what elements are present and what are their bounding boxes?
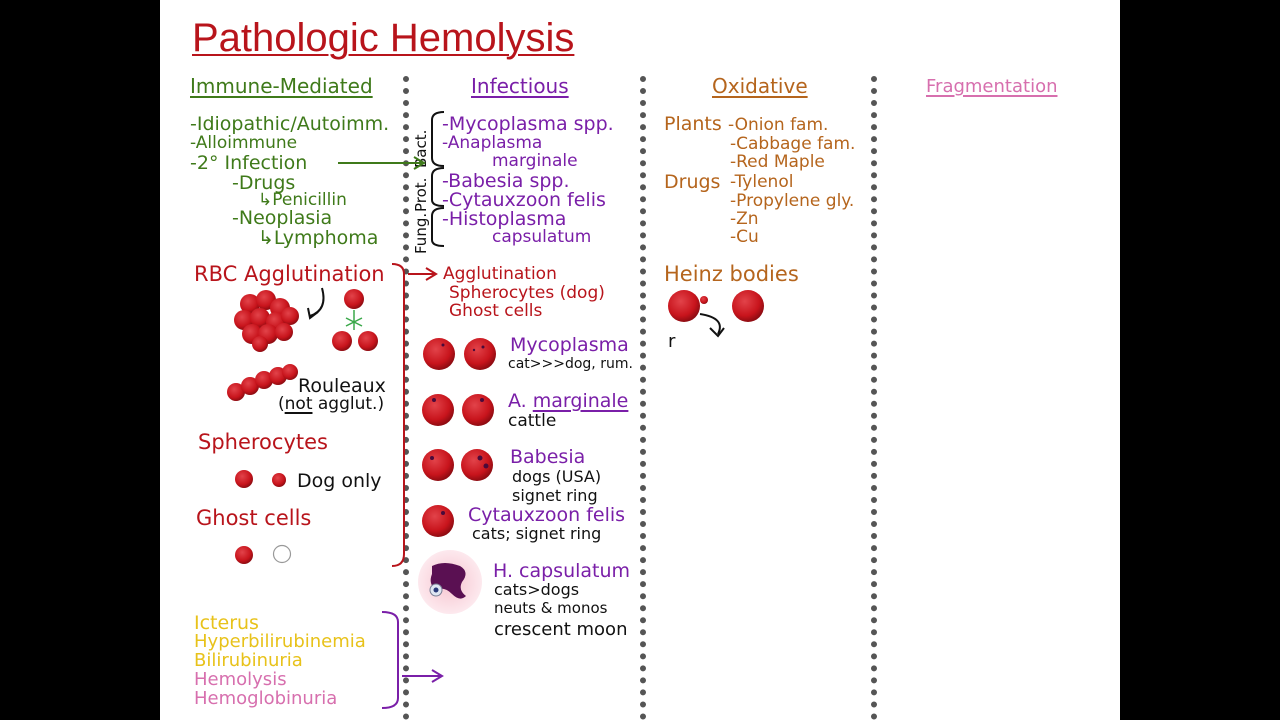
dog-only-label: Dog only bbox=[297, 470, 382, 492]
whiteboard: Pathologic Hemolysis Immune-Mediated Inf… bbox=[160, 0, 1120, 720]
organism-detail: signet ring bbox=[512, 486, 598, 505]
organism-name: H. capsulatum bbox=[493, 560, 631, 582]
bracket-icon bbox=[431, 111, 445, 247]
rbc-icon bbox=[235, 546, 253, 564]
oxidative-drug: -Zn bbox=[730, 209, 759, 229]
organism-name: A. marginale bbox=[508, 390, 629, 412]
not-agglut-label: (not agglut.) bbox=[278, 394, 385, 414]
finding-ghost-cells: Ghost cells bbox=[449, 301, 543, 321]
column-header-infectious: Infectious bbox=[471, 74, 569, 98]
ghost-cell-icon bbox=[272, 544, 292, 564]
organism-name: Cytauxzoon felis bbox=[468, 504, 626, 526]
immune-item: ↳Penicillin bbox=[258, 190, 347, 210]
antibody-icon bbox=[345, 310, 363, 330]
rbc-icon bbox=[332, 289, 378, 351]
immune-item: -Drugs bbox=[232, 172, 296, 194]
infectious-item: -Babesia spp. bbox=[442, 170, 570, 192]
rbc-agglutination-title: RBC Agglutination bbox=[194, 262, 385, 286]
infectious-item: -Cytauxzoon felis bbox=[442, 189, 606, 211]
sign-yellow: Hyperbilirubinemia bbox=[194, 631, 366, 652]
infectious-item: capsulatum bbox=[492, 227, 592, 247]
organism-name: Mycoplasma bbox=[510, 334, 629, 356]
nucleus-icon bbox=[430, 563, 466, 599]
oxidative-plant: -Onion fam. bbox=[728, 115, 829, 135]
immune-item: -Alloimmune bbox=[190, 133, 298, 153]
heinz-bodies-label: Heinz bodies bbox=[664, 262, 799, 286]
column-divider-2 bbox=[640, 76, 646, 720]
bracket-icon bbox=[391, 263, 438, 567]
column-header-immune: Immune-Mediated bbox=[190, 74, 373, 98]
infectious-item: -Anaplasma bbox=[442, 133, 543, 153]
organism-detail: dogs (USA) bbox=[512, 467, 602, 486]
rbc-icon bbox=[227, 364, 298, 401]
oxidative-plant: -Cabbage fam. bbox=[730, 134, 856, 154]
bracket-icon bbox=[381, 611, 444, 709]
parasite-icon bbox=[430, 343, 489, 515]
partial-mark: r bbox=[668, 331, 676, 352]
organism-detail: crescent moon bbox=[494, 619, 628, 640]
sign-yellow: Bilirubinuria bbox=[194, 650, 303, 671]
immune-item: -Idiopathic/Autoimm. bbox=[190, 113, 390, 135]
organism-detail: cattle bbox=[508, 411, 557, 431]
oxidative-plant: -Red Maple bbox=[730, 152, 825, 172]
ghost-cells-title: Ghost cells bbox=[196, 506, 312, 530]
column-divider-3 bbox=[871, 76, 877, 720]
rbc-icon bbox=[668, 290, 764, 322]
oxidative-drug: -Cu bbox=[730, 227, 759, 247]
oxidative-plants-label: Plants bbox=[664, 113, 722, 135]
infectious-item: -Mycoplasma spp. bbox=[442, 113, 614, 135]
column-header-fragmentation: Fragmentation bbox=[926, 76, 1058, 97]
rbc-cluster-icon bbox=[234, 290, 299, 352]
column-divider-1 bbox=[403, 76, 409, 720]
infectious-item: marginale bbox=[492, 151, 578, 171]
oxidative-drugs-label: Drugs bbox=[664, 171, 721, 193]
oxidative-drug: -Tylenol bbox=[730, 172, 794, 192]
immune-item: ↳Lymphoma bbox=[258, 227, 379, 249]
organism-detail: cats>dogs bbox=[494, 580, 580, 599]
arrow-icon bbox=[699, 313, 725, 338]
finding-spherocytes: Spherocytes (dog) bbox=[449, 283, 605, 303]
sign-pink: Hemolysis bbox=[194, 669, 287, 690]
oxidative-drug: -Propylene gly. bbox=[730, 191, 855, 211]
sign-yellow: Icterus bbox=[194, 612, 259, 634]
immune-item: -Neoplasia bbox=[232, 207, 333, 229]
finding-agglutination: Agglutination bbox=[443, 264, 557, 284]
rbc-icon bbox=[422, 338, 496, 537]
organism-detail: neuts & monos bbox=[494, 599, 608, 617]
drawings-layer bbox=[227, 111, 764, 709]
spherocytes-title: Spherocytes bbox=[198, 430, 328, 454]
immune-item: -2° Infection bbox=[190, 152, 308, 174]
arrow-icon bbox=[338, 156, 426, 170]
organism-detail: cat>>>dog, rum. bbox=[508, 356, 633, 372]
page-title: Pathologic Hemolysis bbox=[192, 16, 575, 60]
organism-name: Babesia bbox=[510, 446, 586, 468]
infectious-item: -Histoplasma bbox=[442, 208, 567, 230]
column-header-oxidative: Oxidative bbox=[712, 74, 808, 98]
rouleaux-label: Rouleaux bbox=[298, 375, 386, 397]
rbc-icon bbox=[235, 470, 286, 488]
organism-detail: cats; signet ring bbox=[472, 524, 602, 543]
arrow-icon bbox=[307, 307, 319, 320]
sign-pink: Hemoglobinuria bbox=[194, 688, 338, 709]
